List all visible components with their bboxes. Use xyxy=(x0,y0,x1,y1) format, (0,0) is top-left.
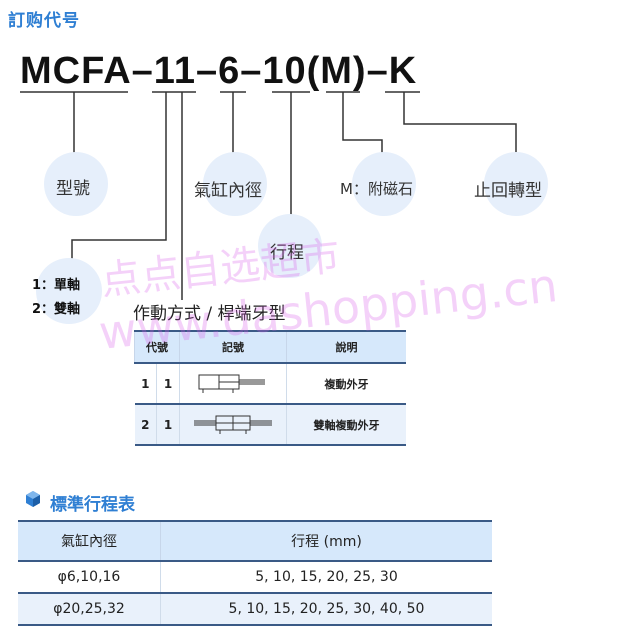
rod-option-1: 1：單軸 xyxy=(32,278,81,293)
type-label: 型號 xyxy=(56,179,90,199)
table-header-row: 代號 記號 說明 xyxy=(134,330,406,364)
table-row: 1 1 複動外牙 xyxy=(134,363,406,405)
table-header-row: 氣缸內徑 行程 (mm) xyxy=(18,520,492,562)
action-type-title: 作動方式 / 桿端牙型 xyxy=(133,304,286,324)
col-bore: 氣缸內徑 xyxy=(18,520,161,562)
table-row: φ6,10,16 5, 10, 15, 20, 25, 30 xyxy=(18,561,492,594)
code-cell: 1 xyxy=(156,404,180,446)
table-row: 2 1 雙軸複動外牙 xyxy=(134,404,406,446)
stroke-table: 氣缸內徑 行程 (mm) φ6,10,16 5, 10, 15, 20, 25,… xyxy=(18,520,492,626)
bore-bubble xyxy=(203,152,267,216)
anti-rotation-bubble xyxy=(484,152,548,216)
stroke-cell: 5, 10, 15, 20, 25, 30 xyxy=(160,561,492,594)
bore-cell: φ6,10,16 xyxy=(18,561,161,594)
magnet-bubble xyxy=(352,152,416,216)
table-row: φ20,25,32 5, 10, 15, 20, 25, 30, 40, 50 xyxy=(18,593,492,626)
action-type-table: 代號 記號 說明 1 1 複動外牙 2 1 xyxy=(134,330,406,446)
section-heading: 訂购代号 xyxy=(8,11,80,31)
anti-rotation-label: 止回轉型 xyxy=(474,181,542,201)
col-code: 代號 xyxy=(134,330,180,364)
stroke-bubble xyxy=(258,214,322,278)
rod-option-2: 2：雙軸 xyxy=(32,302,81,317)
model-code: MCFA–11–6–10(M)–K xyxy=(20,50,418,92)
bore-label: 氣缸內徑 xyxy=(194,181,262,201)
code-cell: 1 xyxy=(134,363,157,405)
col-symbol: 記號 xyxy=(179,330,287,364)
type-bubble xyxy=(44,152,108,216)
bore-cell: φ20,25,32 xyxy=(18,593,161,626)
double-rod-cylinder-symbol xyxy=(179,404,287,446)
magnet-label: M：附磁石 xyxy=(340,180,413,198)
stroke-cell: 5, 10, 15, 20, 25, 30, 40, 50 xyxy=(160,593,492,626)
single-rod-cylinder-symbol xyxy=(179,363,287,405)
code-cell: 2 xyxy=(134,404,157,446)
col-stroke: 行程 (mm) xyxy=(160,520,492,562)
stroke-table-title: 標準行程表 xyxy=(50,495,135,515)
col-description: 說明 xyxy=(286,330,406,364)
stroke-label: 行程 xyxy=(270,243,304,263)
code-cell: 1 xyxy=(156,363,180,405)
description-cell: 雙軸複動外牙 xyxy=(286,404,406,446)
cube-bullet-icon xyxy=(26,491,40,507)
rod-bubble xyxy=(36,258,102,324)
description-cell: 複動外牙 xyxy=(286,363,406,405)
